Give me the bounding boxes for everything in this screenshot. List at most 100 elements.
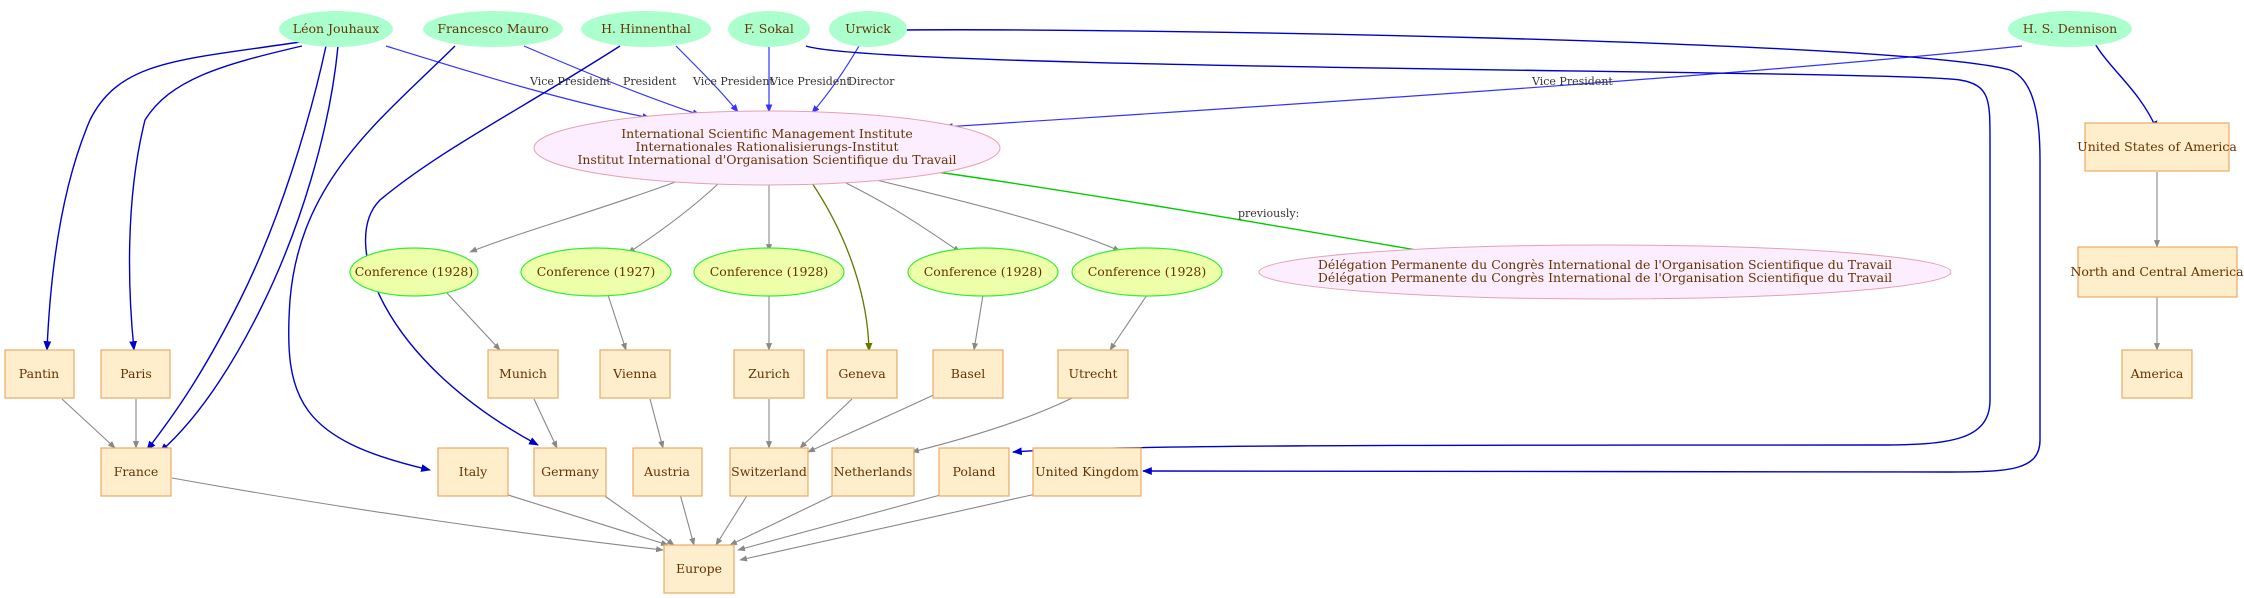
- delegation-node[interactable]: Délégation Permanente du Congrès Interna…: [1258, 244, 1952, 300]
- place-node-germany[interactable]: Germany: [533, 447, 607, 497]
- institute-label-fr: Institut International d'Organisation Sc…: [577, 152, 956, 167]
- edge-dennison-usa: [2093, 41, 2158, 131]
- edge-vienna-austria: [649, 398, 665, 449]
- edge-institute-conf2: [627, 183, 719, 254]
- edge-institute-conf4: [845, 182, 961, 253]
- institute-label-en: International Scientific Management Inst…: [621, 126, 913, 141]
- person-node-sokal[interactable]: F. Sokal: [728, 11, 810, 47]
- people: Léon Jouhaux Francesco Mauro H. Hinnenth…: [279, 11, 2132, 47]
- edge-jouhaux-institute: [385, 45, 651, 120]
- edge-conf1-munich: [446, 292, 501, 351]
- edge-hinnenthal-germany: [364, 45, 621, 446]
- edge-france-europe: [171, 477, 664, 553]
- edge-label-sokal: Vice President: [769, 75, 851, 88]
- delegation-label-2: Délégation Permanente du Congrès Interna…: [1318, 270, 1892, 285]
- person-node-jouhaux[interactable]: Léon Jouhaux: [279, 11, 393, 47]
- place-node-vienna[interactable]: Vienna: [599, 349, 671, 399]
- edge-poland-europe: [737, 493, 945, 552]
- edge-conf2-vienna: [607, 294, 627, 351]
- edge-urwick-uk: [904, 29, 2041, 476]
- place-node-italy[interactable]: Italy: [437, 447, 509, 497]
- place-node-zurich[interactable]: Zurich: [733, 349, 805, 399]
- place-node-usa[interactable]: United States of America: [2077, 122, 2237, 172]
- person-label: H. S. Dennison: [2023, 21, 2117, 36]
- place-label: Europe: [676, 561, 722, 576]
- place-node-uk[interactable]: United Kingdom: [1032, 447, 1142, 497]
- place-label: North and Central America: [2070, 264, 2244, 279]
- place-node-utrecht[interactable]: Utrecht: [1057, 349, 1129, 399]
- conference-label: Conference (1928): [710, 264, 829, 279]
- conference-node-2[interactable]: Conference (1927): [520, 247, 672, 297]
- conference-label: Conference (1928): [924, 264, 1043, 279]
- person-label: H. Hinnenthal: [601, 21, 691, 36]
- place-label: Vienna: [612, 366, 657, 381]
- place-label: Pantin: [19, 366, 59, 381]
- edge-basel-switzerland: [807, 391, 941, 453]
- place-label: United Kingdom: [1035, 464, 1139, 479]
- place-label: America: [2130, 366, 2184, 381]
- conference-node-5[interactable]: Conference (1928): [1071, 247, 1223, 297]
- place-node-america[interactable]: America: [2121, 349, 2193, 399]
- institute-label-de: Internationales Rationalisierungs-Instit…: [636, 139, 899, 154]
- place-label: Poland: [953, 464, 996, 479]
- edge-conf4-basel: [972, 294, 984, 351]
- place-node-geneva[interactable]: Geneva: [826, 349, 898, 399]
- person-label: Francesco Mauro: [437, 21, 548, 36]
- place-node-paris[interactable]: Paris: [100, 349, 171, 399]
- edge-jouhaux-pantin: [43, 41, 301, 351]
- edge-dennison-institute: [944, 45, 2023, 130]
- place-label: Netherlands: [834, 464, 913, 479]
- edge-labels: Vice President President Vice President …: [529, 75, 1613, 220]
- place-label: Paris: [120, 366, 152, 381]
- person-node-hinnenthal[interactable]: H. Hinnenthal: [581, 11, 711, 47]
- conference-node-4[interactable]: Conference (1928): [907, 247, 1059, 297]
- edge-netherlands-europe: [729, 493, 837, 546]
- conference-node-1[interactable]: Conference (1928): [349, 247, 479, 297]
- place-label: France: [114, 464, 159, 479]
- place-node-switzerland[interactable]: Switzerland: [729, 447, 809, 497]
- place-node-basel[interactable]: Basel: [932, 349, 1004, 399]
- edge-utrecht-netherlands: [911, 393, 1081, 454]
- conference-label: Conference (1928): [355, 264, 474, 279]
- person-node-urwick[interactable]: Urwick: [829, 11, 907, 47]
- delegation-label-1: Délégation Permanente du Congrès Interna…: [1318, 257, 1892, 272]
- person-node-mauro[interactable]: Francesco Mauro: [423, 11, 563, 47]
- place-node-france[interactable]: France: [100, 447, 172, 497]
- edge-mauro-institute: [523, 45, 701, 116]
- edge-mauro-italy: [287, 45, 456, 472]
- edge-label-urwick: Director: [848, 75, 895, 88]
- edge-jouhaux-paris: [128, 45, 303, 351]
- place-node-netherlands[interactable]: Netherlands: [831, 447, 915, 497]
- conference-label: Conference (1927): [537, 264, 656, 279]
- person-label: Urwick: [845, 21, 891, 36]
- place-label: Germany: [541, 464, 600, 479]
- edge-sokal-poland: [805, 45, 1991, 456]
- conferences: Conference (1928) Conference (1927) Conf…: [349, 247, 1223, 297]
- edge-jouhaux-france-1: [146, 45, 327, 451]
- person-node-dennison[interactable]: H. S. Dennison: [2008, 11, 2132, 47]
- place-label: Geneva: [838, 366, 886, 381]
- edge-label-hinnenthal: Vice President: [692, 75, 774, 88]
- institute-node[interactable]: International Scientific Management Inst…: [533, 110, 1001, 186]
- place-node-nca[interactable]: North and Central America: [2070, 246, 2244, 298]
- edge-pantin-france: [61, 398, 116, 449]
- edge-conf5-utrecht: [1109, 294, 1148, 351]
- conference-node-3[interactable]: Conference (1928): [693, 247, 845, 297]
- place-label: Switzerland: [731, 464, 807, 479]
- place-node-poland[interactable]: Poland: [938, 447, 1010, 497]
- edge-hinnenthal-institute: [675, 45, 739, 113]
- places: United States of America North and Centr…: [4, 122, 2244, 594]
- place-label: Austria: [643, 464, 690, 479]
- edge-uk-europe: [739, 493, 1037, 562]
- edge-label-previously: previously:: [1238, 207, 1299, 220]
- place-label: Utrecht: [1068, 366, 1117, 381]
- place-node-pantin[interactable]: Pantin: [4, 349, 75, 399]
- place-label: United States of America: [2077, 139, 2237, 154]
- place-node-munich[interactable]: Munich: [487, 349, 559, 399]
- place-node-europe[interactable]: Europe: [663, 544, 735, 594]
- place-node-austria[interactable]: Austria: [632, 447, 703, 497]
- edge-label-jouhaux: Vice President: [529, 75, 611, 88]
- edge-munich-germany: [533, 398, 558, 449]
- place-label: Zurich: [748, 366, 790, 381]
